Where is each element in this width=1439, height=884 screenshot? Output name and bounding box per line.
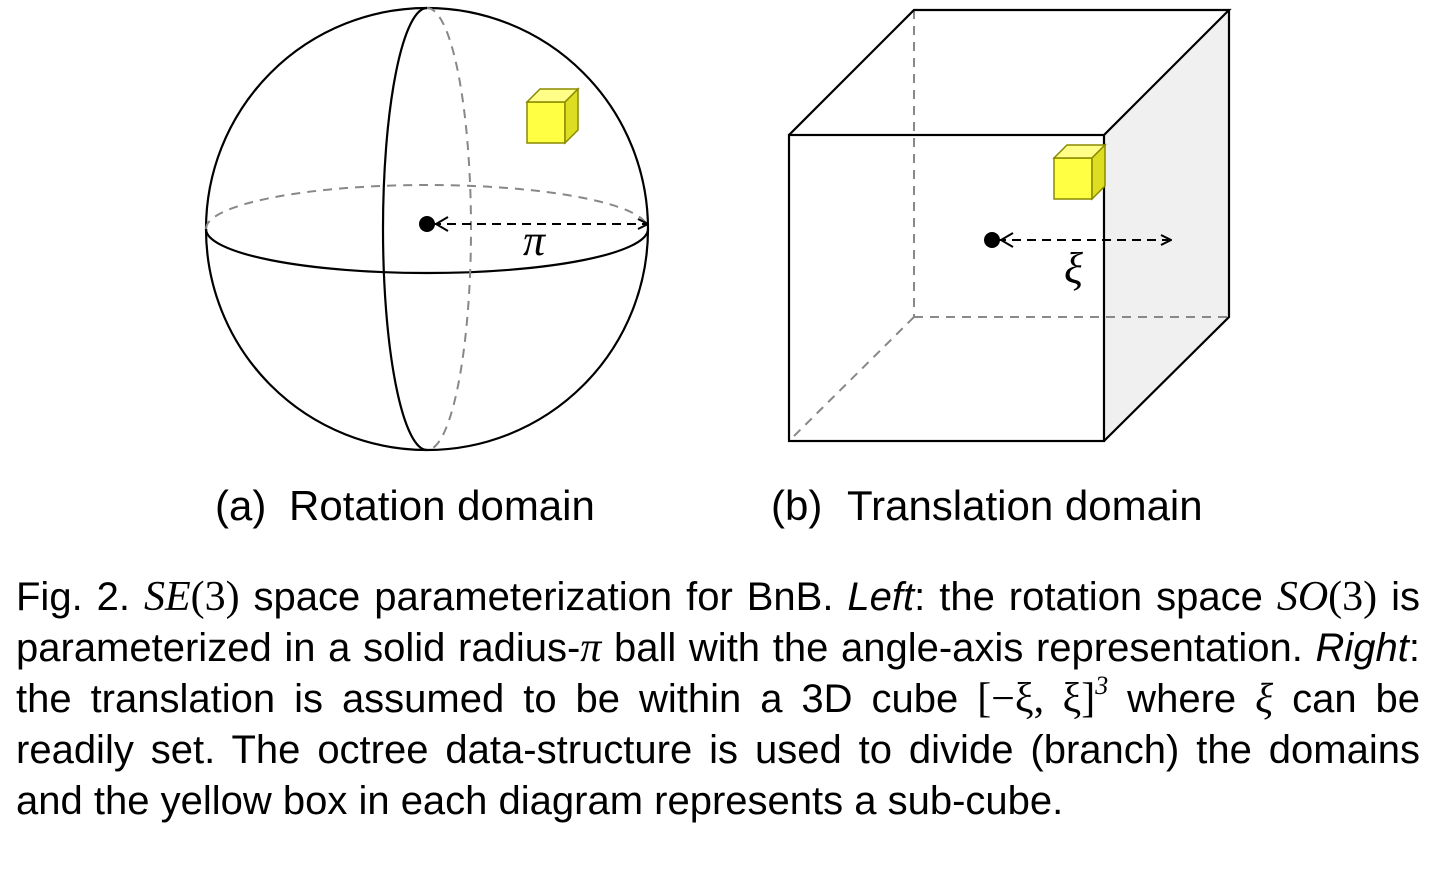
cube-center-dot bbox=[984, 232, 1000, 248]
caption-part5: : the translation is assumed to be withi… bbox=[16, 626, 1420, 721]
subcaption-a-label: Rotation domain bbox=[289, 482, 595, 529]
figure: π ξ (a) Rotation domain (b) T bbox=[204, 6, 1232, 529]
subcaption-b-label: Translation domain bbox=[847, 482, 1203, 529]
caption-part4: ball with the angle-axis repre­sentation… bbox=[601, 626, 1316, 670]
caption-part1: space parameterization for BnB. bbox=[239, 575, 848, 619]
subcaption-a-tag: (a) bbox=[215, 482, 266, 529]
caption-part2: : the rotation space bbox=[914, 575, 1277, 619]
meridian-back-arc bbox=[426, 7, 472, 451]
caption-right-label: Right bbox=[1315, 626, 1409, 670]
caption-xi-symbol: ξ bbox=[1255, 676, 1274, 722]
radius-label-pi: π bbox=[523, 216, 547, 265]
meridian-front-arc bbox=[381, 6, 428, 452]
cube-hidden-edge bbox=[788, 316, 915, 442]
rotation-sphere-diagram: π bbox=[204, 6, 650, 452]
translation-sub-cube bbox=[1052, 143, 1107, 201]
cube-right-edges bbox=[1103, 10, 1231, 442]
caption-part7: can be readily set. The octree data-stru… bbox=[16, 677, 1421, 823]
caption-interval-exponent: 3 bbox=[1095, 671, 1109, 700]
translation-cube-diagram: ξ bbox=[787, 8, 1232, 443]
sphere-center-dot bbox=[419, 216, 435, 232]
caption-left-label: Left bbox=[847, 575, 915, 619]
cube-front-face bbox=[787, 133, 1106, 443]
caption-pi-symbol: π bbox=[580, 625, 602, 671]
subcaption-b-tag: (b) bbox=[771, 482, 822, 529]
equator-front-arc bbox=[204, 228, 650, 275]
caption-interval: [−ξ, ξ] bbox=[977, 676, 1096, 722]
caption-se3-arg: (3) bbox=[190, 574, 240, 620]
equator-back-arc bbox=[205, 184, 649, 230]
caption-so3-math: SO(3) bbox=[1277, 574, 1377, 620]
cube-top-edges bbox=[788, 8, 1232, 136]
caption-so3-arg: (3) bbox=[1328, 574, 1378, 620]
caption-part3: is parameterized in a solid radius- bbox=[16, 575, 1420, 670]
rotation-sub-cube bbox=[525, 87, 580, 145]
radius-arrow-back-head bbox=[434, 216, 449, 232]
caption-interval-math: [−ξ, ξ]3 bbox=[977, 673, 1108, 723]
radius-label-xi: ξ bbox=[1064, 244, 1083, 293]
radius-arrow-xi-back-head bbox=[999, 232, 1014, 248]
cube-side-face bbox=[1104, 10, 1229, 441]
figure-caption: Fig. 2. SE(3) space parameterization for… bbox=[16, 572, 1420, 827]
caption-so3-symbol: SO bbox=[1276, 574, 1329, 620]
caption-se3-symbol: SE bbox=[143, 574, 191, 620]
caption-part6: where bbox=[1108, 677, 1256, 721]
caption-se3-math: SE(3) bbox=[144, 574, 240, 620]
caption-fig-label: Fig. 2. bbox=[16, 575, 130, 619]
